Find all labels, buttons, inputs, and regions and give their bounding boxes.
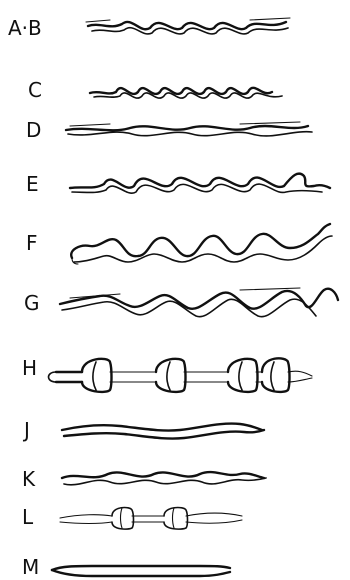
- specimen-ab: [86, 18, 290, 34]
- label-d: D: [26, 118, 41, 142]
- label-g: G: [24, 291, 40, 315]
- label-h: H: [22, 356, 37, 380]
- label-l: L: [22, 505, 34, 529]
- label-m: M: [22, 555, 39, 579]
- label-e: E: [26, 172, 39, 196]
- specimen-m: [52, 566, 230, 576]
- label-f: F: [26, 231, 38, 255]
- specimen-g: [60, 288, 338, 317]
- label-j: J: [22, 418, 30, 442]
- specimen-k: [62, 472, 266, 485]
- specimen-c: [90, 88, 282, 98]
- label-c: C: [28, 78, 42, 102]
- label-ab: A·B: [8, 16, 42, 40]
- specimen-l: [60, 508, 242, 530]
- specimen-d: [66, 122, 312, 136]
- label-k: K: [22, 467, 36, 491]
- specimen-f: [71, 224, 332, 264]
- specimen-j: [62, 424, 264, 439]
- specimen-e: [70, 174, 330, 194]
- specimen-h: [49, 358, 313, 392]
